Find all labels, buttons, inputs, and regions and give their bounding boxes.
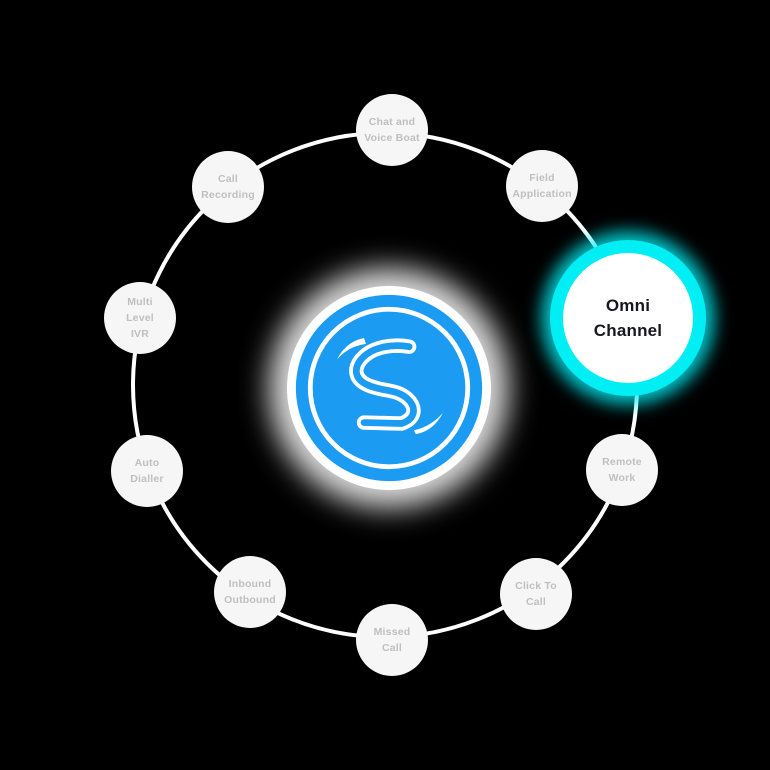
feature-node-field-application: Field Application bbox=[506, 150, 578, 222]
brand-s-icon bbox=[295, 294, 483, 482]
feature-node-label: Field Application bbox=[512, 171, 572, 200]
feature-node-omni-channel: Omni Channel bbox=[563, 253, 693, 383]
feature-node-label: Auto Dialler bbox=[130, 456, 164, 485]
feature-node-label: Chat and Voice Boat bbox=[364, 115, 420, 144]
feature-node-click-to-call: Click To Call bbox=[500, 558, 572, 630]
center-logo bbox=[287, 286, 491, 490]
feature-node-auto-dialler: Auto Dialler bbox=[111, 435, 183, 507]
feature-node-remote-work: Remote Work bbox=[586, 434, 658, 506]
feature-node-label: Call Recording bbox=[201, 172, 255, 201]
feature-node-label: Inbound Outbound bbox=[224, 577, 276, 606]
feature-node-label: Click To Call bbox=[515, 579, 557, 608]
feature-node-label: Omni Channel bbox=[593, 295, 663, 341]
feature-node-missed-call: Missed Call bbox=[356, 604, 428, 676]
feature-node-label: Multi Level IVR bbox=[126, 295, 154, 341]
feature-node-chat-and-voice-boat: Chat and Voice Boat bbox=[356, 94, 428, 166]
feature-node-label: Remote Work bbox=[602, 455, 642, 484]
feature-node-call-recording: Call Recording bbox=[192, 151, 264, 223]
feature-node-multi-level-ivr: Multi Level IVR bbox=[104, 282, 176, 354]
feature-node-inbound-outbound: Inbound Outbound bbox=[214, 556, 286, 628]
feature-node-label: Missed Call bbox=[373, 625, 411, 654]
